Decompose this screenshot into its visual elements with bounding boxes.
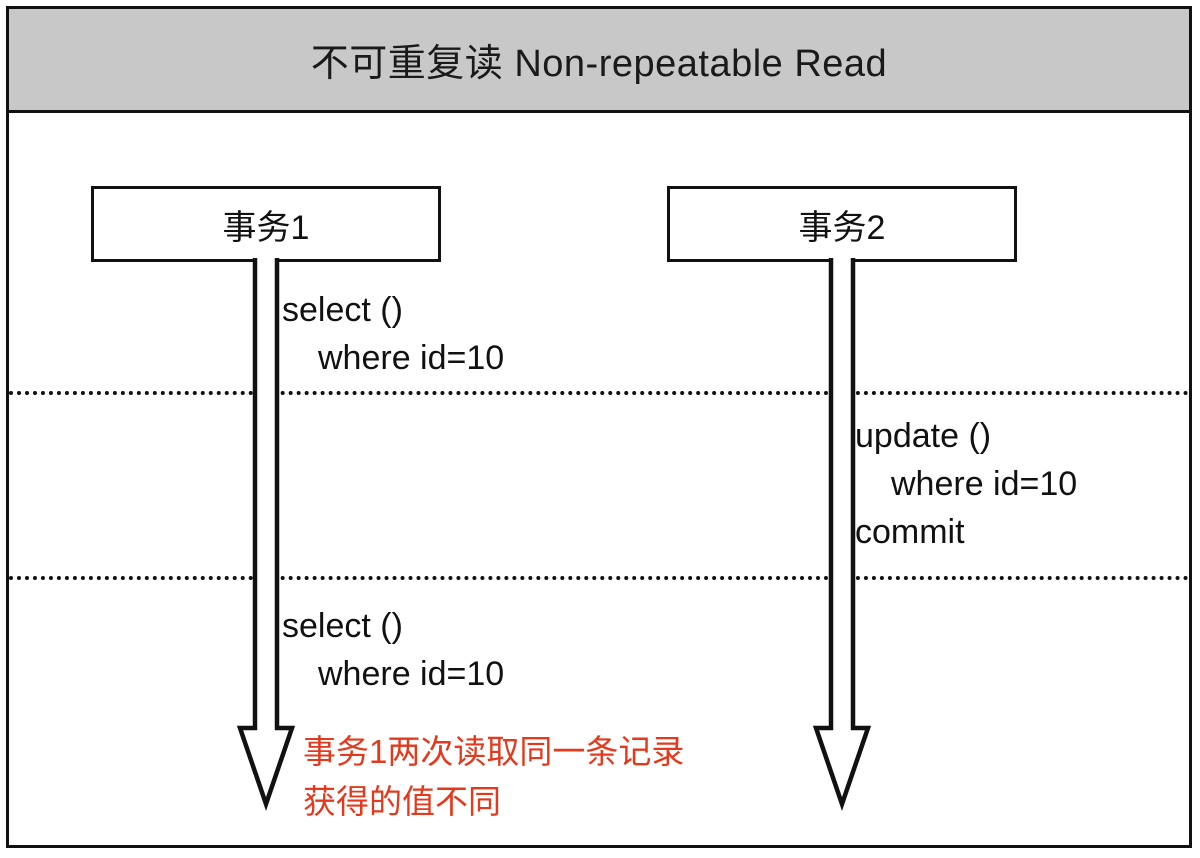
actor-label-transaction-1: 事务1 [222,208,310,247]
annotation-note: 事务1两次读取同一条记录 获得的值不同 [303,727,684,827]
statement-update-line2: where id=10 [891,465,1078,503]
annotation-note-line1: 事务1两次读取同一条记录 [303,733,685,770]
diagram-title: 不可重复读 Non-repeatable Read [310,43,888,85]
lifeline-arrow-transaction-2 [812,258,872,811]
actor-label-transaction-2: 事务2 [798,208,886,247]
statement-update-line3: commit [855,513,965,551]
down-arrow-icon [236,258,296,811]
statement-select-first-line1: select () [282,291,403,329]
time-divider-1 [9,391,1189,395]
down-arrow-icon [812,258,872,811]
diagram-outer-frame [6,6,1192,848]
annotation-note-line2: 获得的值不同 [303,783,501,820]
actor-box-transaction-1[interactable]: 事务1 [91,186,441,262]
statement-select-first: select () where id=10 [282,286,504,382]
actor-box-transaction-2[interactable]: 事务2 [667,186,1017,262]
statement-select-second-line1: select () [282,607,403,645]
statement-update-line1: update () [855,417,992,455]
statement-select-second-line2: where id=10 [318,655,505,693]
lifeline-arrow-transaction-1 [236,258,296,811]
time-divider-2 [9,576,1189,580]
statement-select-first-line2: where id=10 [318,339,505,377]
statement-select-second: select () where id=10 [282,602,504,698]
diagram-title-bar: 不可重复读 Non-repeatable Read [6,6,1192,113]
statement-update: update () where id=10 commit [855,412,1077,556]
